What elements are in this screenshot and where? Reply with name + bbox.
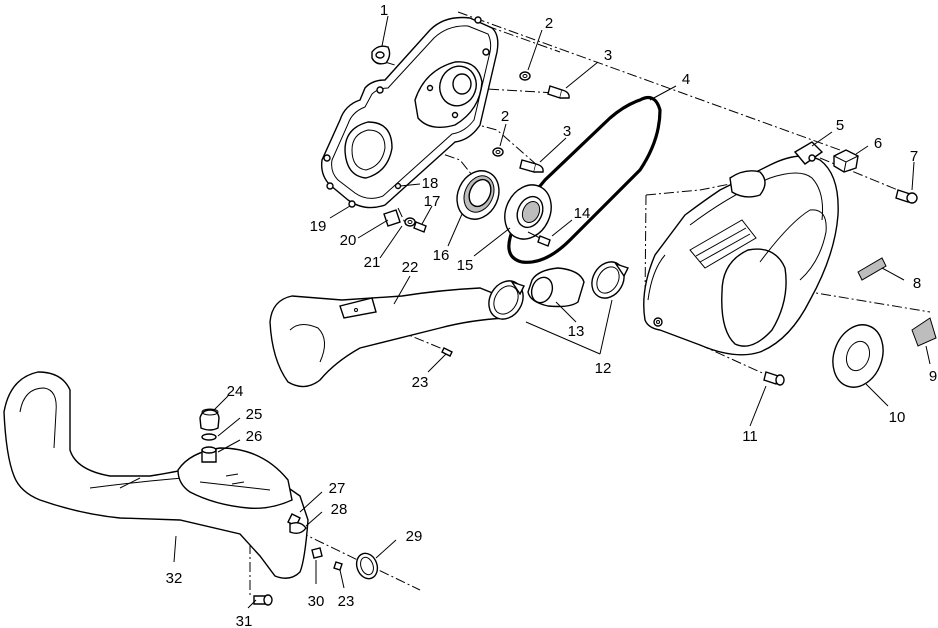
part-3-bolt-lower xyxy=(519,159,544,173)
part-30-nut xyxy=(311,547,323,559)
part-6-block xyxy=(833,149,859,173)
part-14-bolt xyxy=(527,231,551,247)
leader-lines xyxy=(173,15,931,609)
callout-25: 25 xyxy=(246,406,263,423)
part-24-cap xyxy=(199,408,220,431)
part-21-washer xyxy=(404,217,416,227)
part-20-bracket xyxy=(383,209,401,227)
callout-16: 16 xyxy=(433,247,450,264)
part-8-decal xyxy=(857,257,887,281)
callout-24: 24 xyxy=(227,383,244,400)
filter-housing xyxy=(177,447,293,510)
part-29-clamp xyxy=(355,552,379,580)
callout-5: 5 xyxy=(836,117,844,134)
callout-9: 9 xyxy=(929,368,937,385)
part-25-washer xyxy=(201,433,217,441)
part-23-pin-upper xyxy=(441,347,453,357)
part-2-washer-upper xyxy=(519,71,531,81)
callout-30: 30 xyxy=(308,593,325,610)
part-26-valve xyxy=(201,446,217,463)
callout-14: 14 xyxy=(574,205,591,222)
part-13-hose xyxy=(527,267,585,308)
part-9-tag xyxy=(911,317,937,347)
callout-labels: 1 2 3 4 2 3 5 6 7 18 19 20 17 21 16 15 1… xyxy=(166,2,938,628)
callout-7: 7 xyxy=(910,148,918,165)
callout-32: 32 xyxy=(166,570,183,587)
part-12-clamp-left xyxy=(488,280,525,320)
callout-23-lower: 23 xyxy=(338,593,355,610)
callout-17: 17 xyxy=(424,193,441,210)
callout-6: 6 xyxy=(874,135,882,152)
part-3-bolt-upper xyxy=(547,85,570,99)
callout-18: 18 xyxy=(422,175,439,192)
callout-20: 20 xyxy=(340,232,357,249)
part-23-pin-lower xyxy=(333,561,343,571)
inner-cover-plate xyxy=(320,16,499,209)
callout-19: 19 xyxy=(310,218,327,235)
callout-29: 29 xyxy=(406,528,423,545)
part-7-screw xyxy=(895,189,918,204)
part-15-bearing-plate xyxy=(504,184,552,240)
part-17-screw xyxy=(413,221,427,233)
callout-1: 1 xyxy=(380,2,388,19)
callout-3-upper: 3 xyxy=(604,47,612,64)
callout-4: 4 xyxy=(682,71,690,88)
callout-21: 21 xyxy=(364,254,381,271)
part-11-bolt xyxy=(763,371,785,386)
callout-8: 8 xyxy=(913,275,921,292)
part-16-seal xyxy=(456,170,500,220)
callout-13: 13 xyxy=(568,323,585,340)
callout-27: 27 xyxy=(329,480,346,497)
callout-3-lower: 3 xyxy=(563,123,571,140)
part-1-washer xyxy=(371,45,391,65)
part-31-bolt xyxy=(253,594,273,606)
part-5-outer-cover xyxy=(643,141,839,356)
callout-31: 31 xyxy=(236,613,253,628)
callout-2-upper: 2 xyxy=(545,15,553,32)
part-10-gasket xyxy=(832,324,884,388)
part-12-clamp-right xyxy=(591,261,629,299)
callout-11: 11 xyxy=(742,428,758,445)
part-22-intake-duct xyxy=(269,287,506,388)
part-28-clip xyxy=(289,521,307,535)
callout-26: 26 xyxy=(246,428,263,445)
part-18-pin xyxy=(394,182,402,190)
callout-22: 22 xyxy=(402,259,419,276)
callout-10: 10 xyxy=(889,409,906,426)
callout-15: 15 xyxy=(457,257,474,274)
callout-12: 12 xyxy=(595,360,612,377)
callout-28: 28 xyxy=(331,501,348,518)
callout-23-upper: 23 xyxy=(412,374,429,391)
part-2-washer-lower xyxy=(492,147,504,157)
part-4-drive-belt xyxy=(507,96,662,264)
callout-2-lower: 2 xyxy=(501,108,509,125)
